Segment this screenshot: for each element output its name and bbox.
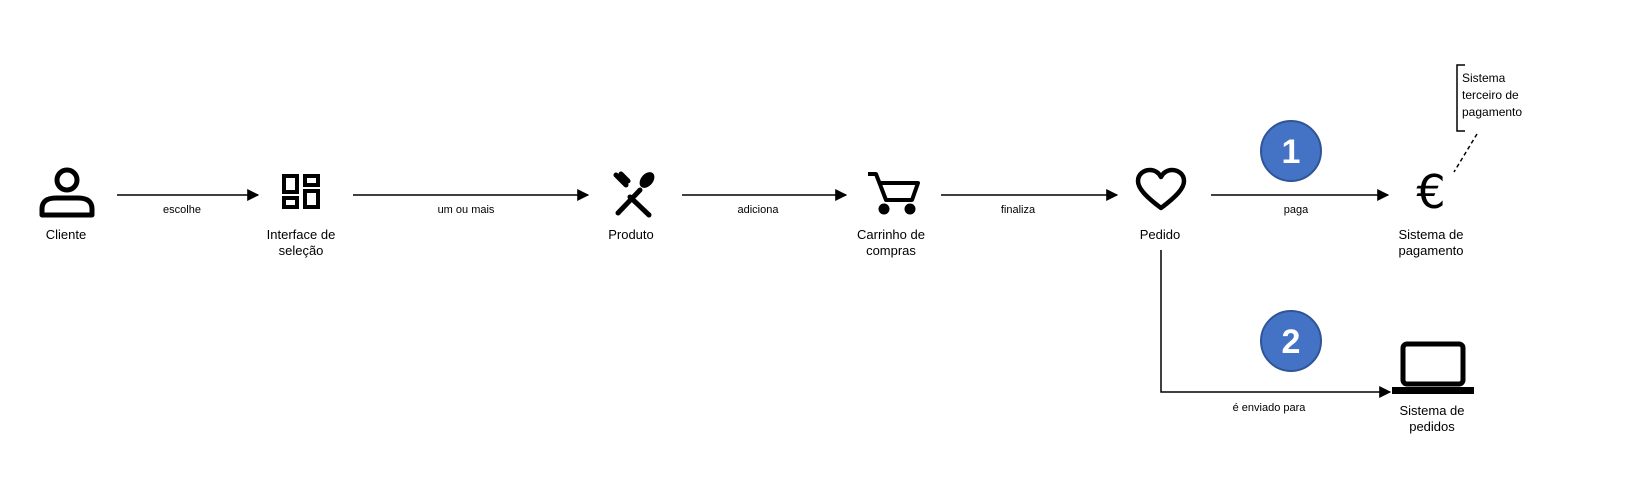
- svg-text:2: 2: [1282, 323, 1301, 361]
- svg-text:Interface de: Interface de: [267, 227, 336, 242]
- edge-escolhe: escolhe: [117, 189, 260, 216]
- svg-text:Pedido: Pedido: [1140, 227, 1180, 242]
- edge-enviado-para: é enviado para: [1160, 250, 1392, 414]
- svg-text:pagamento: pagamento: [1398, 243, 1463, 258]
- svg-text:1: 1: [1282, 133, 1301, 171]
- svg-text:pedidos: pedidos: [1409, 419, 1455, 434]
- svg-text:pagamento: pagamento: [1462, 105, 1522, 119]
- heart-icon: [1135, 167, 1187, 211]
- svg-text:Produto: Produto: [608, 227, 654, 242]
- node-pedido: Pedido: [1140, 227, 1180, 242]
- edge-finaliza: finaliza: [941, 189, 1119, 216]
- svg-text:paga: paga: [1284, 204, 1309, 216]
- svg-text:Sistema: Sistema: [1462, 71, 1506, 85]
- svg-text:adiciona: adiciona: [738, 204, 780, 216]
- svg-text:um ou mais: um ou mais: [438, 204, 495, 216]
- svg-text:compras: compras: [866, 243, 916, 258]
- svg-text:€: €: [1416, 165, 1445, 219]
- node-sistema-de-pedidos: Sistema de pedidos: [1399, 403, 1464, 434]
- svg-text:Cliente: Cliente: [46, 227, 86, 242]
- node-produto: Produto: [608, 227, 654, 242]
- node-cliente: Cliente: [46, 227, 86, 242]
- node-carrinho-de-compras: Carrinho de compras: [857, 227, 925, 258]
- shopping-cart-icon: [868, 172, 920, 215]
- dashboard-grid-icon: [282, 174, 320, 209]
- person-icon: [39, 167, 95, 218]
- node-interface-de-selecao: Interface de seleção: [267, 227, 336, 258]
- svg-text:Sistema de: Sistema de: [1399, 403, 1464, 418]
- laptop-icon: [1392, 341, 1474, 394]
- node-sistema-de-pagamento: Sistema de pagamento: [1398, 227, 1463, 258]
- fork-spoon-icon: [613, 171, 655, 218]
- badge-two: 2: [1260, 310, 1322, 372]
- euro-icon: €: [1416, 165, 1445, 219]
- edge-adiciona: adiciona: [682, 189, 848, 216]
- edge-paga: paga: [1211, 189, 1390, 216]
- svg-text:finaliza: finaliza: [1001, 204, 1036, 216]
- svg-text:seleção: seleção: [279, 243, 324, 258]
- edge-um-ou-mais: um ou mais: [353, 189, 590, 216]
- svg-text:terceiro de: terceiro de: [1462, 88, 1519, 102]
- svg-text:Sistema de: Sistema de: [1398, 227, 1463, 242]
- svg-text:é enviado para: é enviado para: [1233, 402, 1307, 414]
- badge-one: 1: [1260, 120, 1322, 182]
- svg-text:Carrinho de: Carrinho de: [857, 227, 925, 242]
- annotation-sistema-terceiro: Sistema terceiro de pagamento: [1453, 64, 1522, 173]
- svg-text:escolhe: escolhe: [163, 204, 201, 216]
